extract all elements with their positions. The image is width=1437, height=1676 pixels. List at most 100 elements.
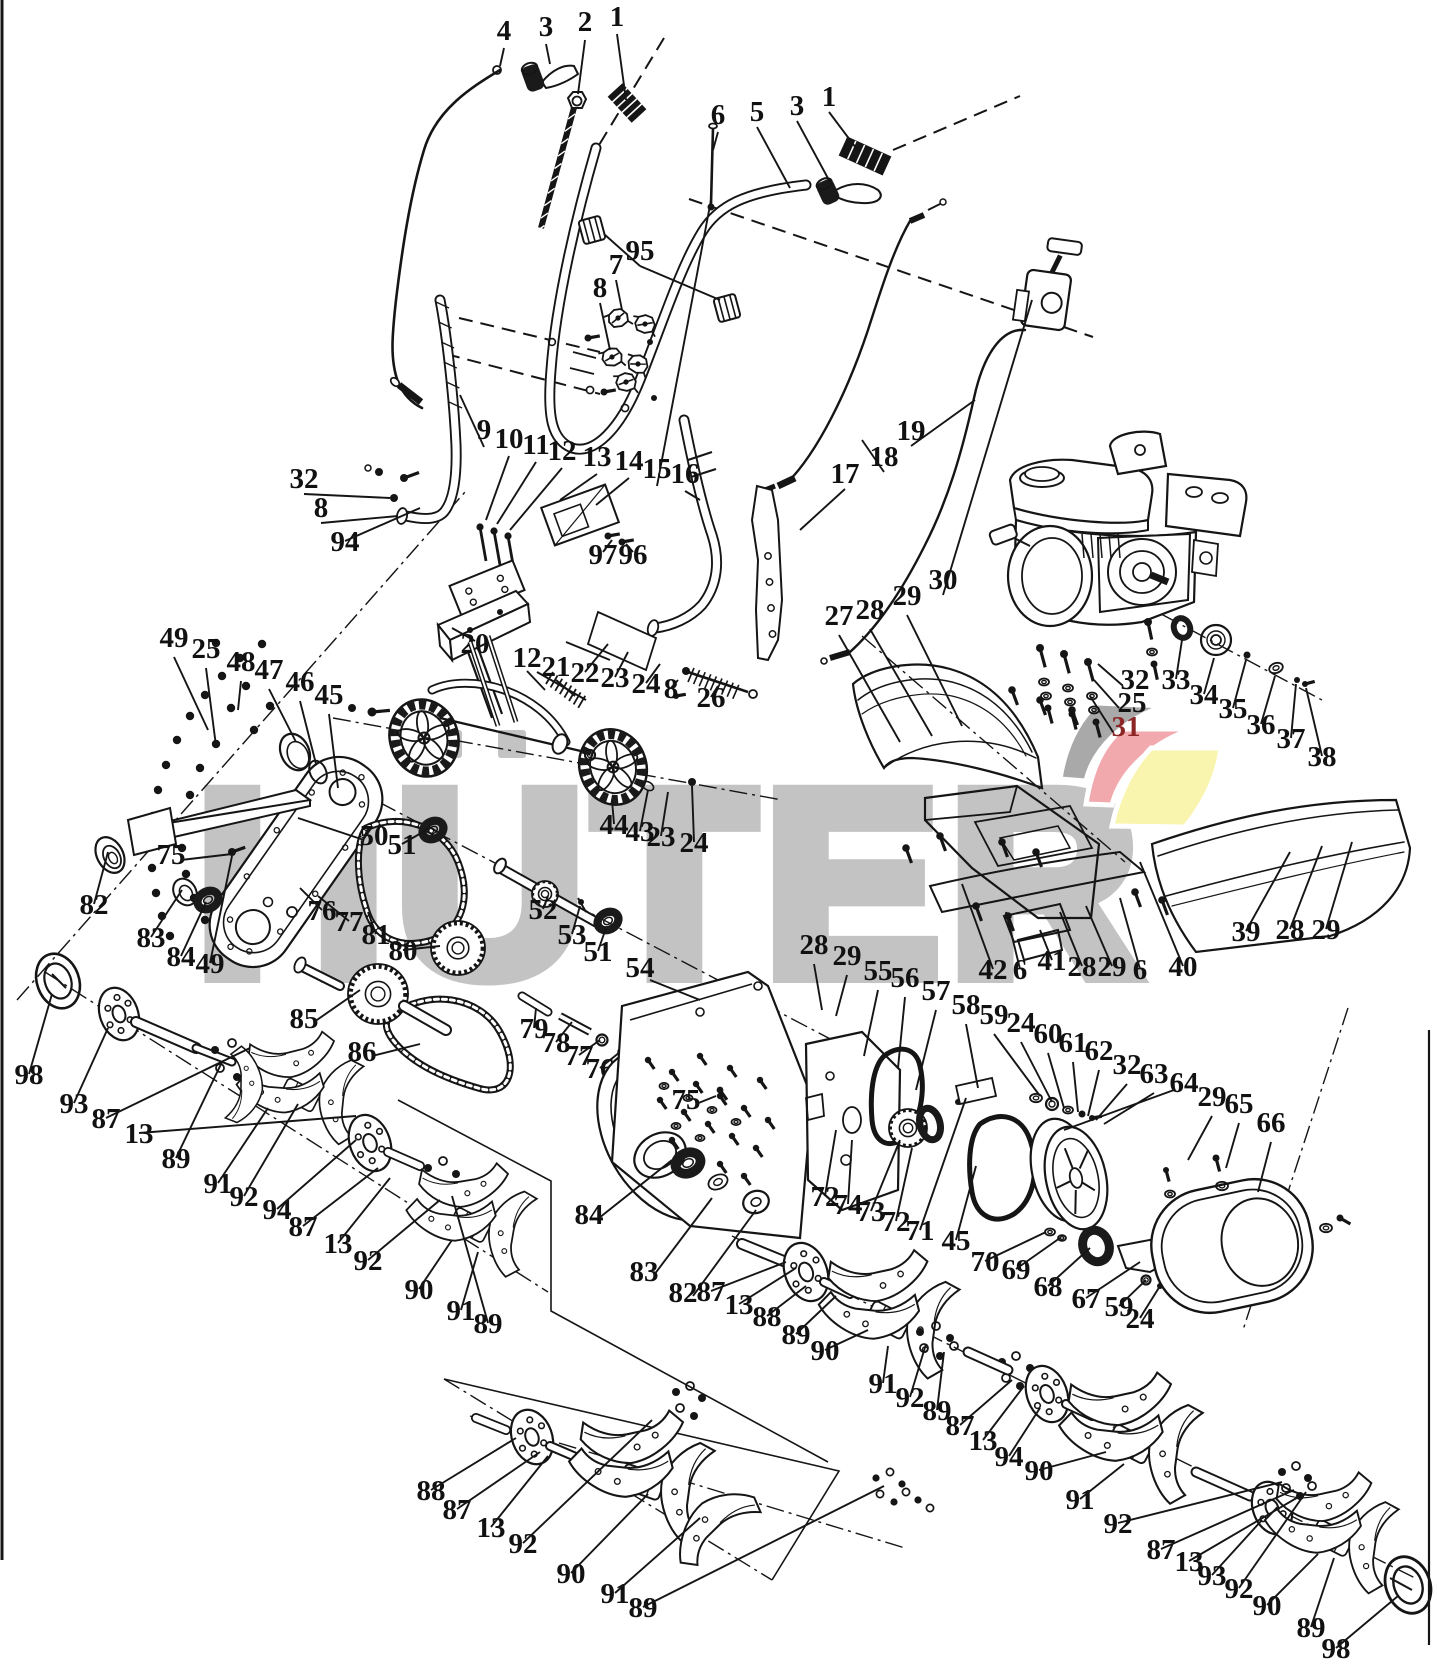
- svg-text:1: 1: [822, 81, 837, 113]
- svg-text:15: 15: [643, 453, 672, 485]
- svg-text:82: 82: [669, 1277, 698, 1309]
- svg-text:91: 91: [869, 1368, 898, 1400]
- svg-text:72: 72: [811, 1181, 840, 1213]
- svg-text:25: 25: [1118, 687, 1147, 719]
- svg-text:91: 91: [1066, 1484, 1095, 1516]
- svg-text:87: 87: [289, 1211, 318, 1243]
- svg-text:87: 87: [92, 1103, 121, 1135]
- svg-text:23: 23: [647, 821, 676, 853]
- svg-text:49: 49: [160, 622, 189, 654]
- svg-text:6: 6: [1013, 954, 1028, 986]
- svg-text:41: 41: [1038, 945, 1067, 977]
- svg-text:67: 67: [1072, 1283, 1101, 1315]
- svg-text:62: 62: [1085, 1035, 1114, 1067]
- svg-text:38: 38: [1308, 741, 1337, 773]
- svg-text:66: 66: [1257, 1107, 1286, 1139]
- svg-text:87: 87: [946, 1410, 975, 1442]
- svg-text:97: 97: [589, 539, 618, 571]
- svg-text:45: 45: [942, 1225, 971, 1257]
- svg-text:47: 47: [255, 654, 284, 686]
- svg-text:92: 92: [896, 1382, 925, 1414]
- svg-text:69: 69: [1002, 1254, 1031, 1286]
- svg-text:89: 89: [923, 1395, 952, 1427]
- svg-text:54: 54: [626, 952, 655, 984]
- svg-text:8: 8: [664, 673, 679, 705]
- svg-text:13: 13: [1175, 1546, 1204, 1578]
- svg-text:9: 9: [477, 414, 492, 446]
- svg-text:31: 31: [1112, 711, 1141, 743]
- svg-text:50: 50: [360, 820, 389, 852]
- svg-text:79: 79: [520, 1013, 549, 1045]
- svg-text:61: 61: [1059, 1027, 1088, 1059]
- svg-text:75: 75: [157, 839, 186, 871]
- svg-text:52: 52: [529, 894, 558, 926]
- svg-text:36: 36: [1247, 709, 1276, 741]
- svg-text:49: 49: [196, 948, 225, 980]
- svg-text:90: 90: [405, 1274, 434, 1306]
- svg-text:13: 13: [969, 1425, 998, 1457]
- svg-text:84: 84: [575, 1199, 604, 1231]
- svg-text:81: 81: [362, 919, 391, 951]
- svg-text:96: 96: [619, 539, 648, 571]
- svg-text:77: 77: [565, 1040, 594, 1072]
- svg-text:24: 24: [1126, 1303, 1155, 1335]
- svg-text:59: 59: [980, 999, 1009, 1031]
- svg-text:42: 42: [979, 954, 1008, 986]
- svg-text:58: 58: [952, 989, 981, 1021]
- svg-text:13: 13: [125, 1118, 154, 1150]
- svg-text:56: 56: [891, 962, 920, 994]
- svg-text:87: 87: [697, 1276, 726, 1308]
- svg-text:13: 13: [324, 1228, 353, 1260]
- svg-text:28: 28: [856, 594, 885, 626]
- svg-text:4: 4: [497, 15, 512, 47]
- svg-text:92: 92: [1225, 1573, 1254, 1605]
- svg-text:29: 29: [1312, 914, 1341, 946]
- svg-text:25: 25: [192, 633, 221, 665]
- svg-text:6: 6: [1133, 954, 1148, 986]
- svg-text:64: 64: [1170, 1067, 1199, 1099]
- svg-text:72: 72: [882, 1206, 911, 1238]
- svg-text:43: 43: [626, 816, 655, 848]
- svg-text:92: 92: [230, 1181, 259, 1213]
- svg-text:93: 93: [60, 1088, 89, 1120]
- svg-text:91: 91: [204, 1168, 233, 1200]
- svg-text:13: 13: [583, 441, 612, 473]
- svg-text:13: 13: [477, 1512, 506, 1544]
- svg-text:1: 1: [610, 1, 625, 33]
- svg-text:5: 5: [750, 96, 765, 128]
- svg-text:87: 87: [443, 1494, 472, 1526]
- svg-text:21: 21: [542, 651, 571, 683]
- svg-text:82: 82: [80, 889, 109, 921]
- svg-text:18: 18: [870, 441, 899, 473]
- svg-text:88: 88: [753, 1301, 782, 1333]
- svg-text:28: 28: [1068, 951, 1097, 983]
- svg-text:17: 17: [831, 458, 860, 490]
- svg-text:89: 89: [629, 1592, 658, 1624]
- svg-text:27: 27: [825, 600, 854, 632]
- svg-text:24: 24: [1007, 1007, 1036, 1039]
- svg-text:71: 71: [906, 1215, 935, 1247]
- svg-text:92: 92: [1104, 1508, 1133, 1540]
- svg-text:29: 29: [1098, 951, 1127, 983]
- svg-text:80: 80: [389, 935, 418, 967]
- svg-text:83: 83: [137, 922, 166, 954]
- svg-text:77: 77: [335, 906, 364, 938]
- svg-text:94: 94: [263, 1194, 292, 1226]
- svg-text:2: 2: [578, 6, 593, 38]
- svg-text:22: 22: [571, 657, 600, 689]
- svg-text:28: 28: [800, 929, 829, 961]
- svg-text:48: 48: [227, 646, 256, 678]
- svg-text:12: 12: [548, 435, 577, 467]
- svg-text:24: 24: [632, 668, 661, 700]
- svg-text:7: 7: [609, 249, 624, 281]
- svg-text:40: 40: [1169, 951, 1198, 983]
- svg-text:8: 8: [314, 492, 329, 524]
- svg-text:33: 33: [1162, 664, 1191, 696]
- svg-text:14: 14: [615, 445, 644, 477]
- svg-text:29: 29: [833, 940, 862, 972]
- svg-text:35: 35: [1219, 693, 1248, 725]
- svg-text:12: 12: [513, 642, 542, 674]
- svg-text:29: 29: [1198, 1081, 1227, 1113]
- svg-text:92: 92: [354, 1245, 383, 1277]
- svg-text:16: 16: [671, 458, 700, 490]
